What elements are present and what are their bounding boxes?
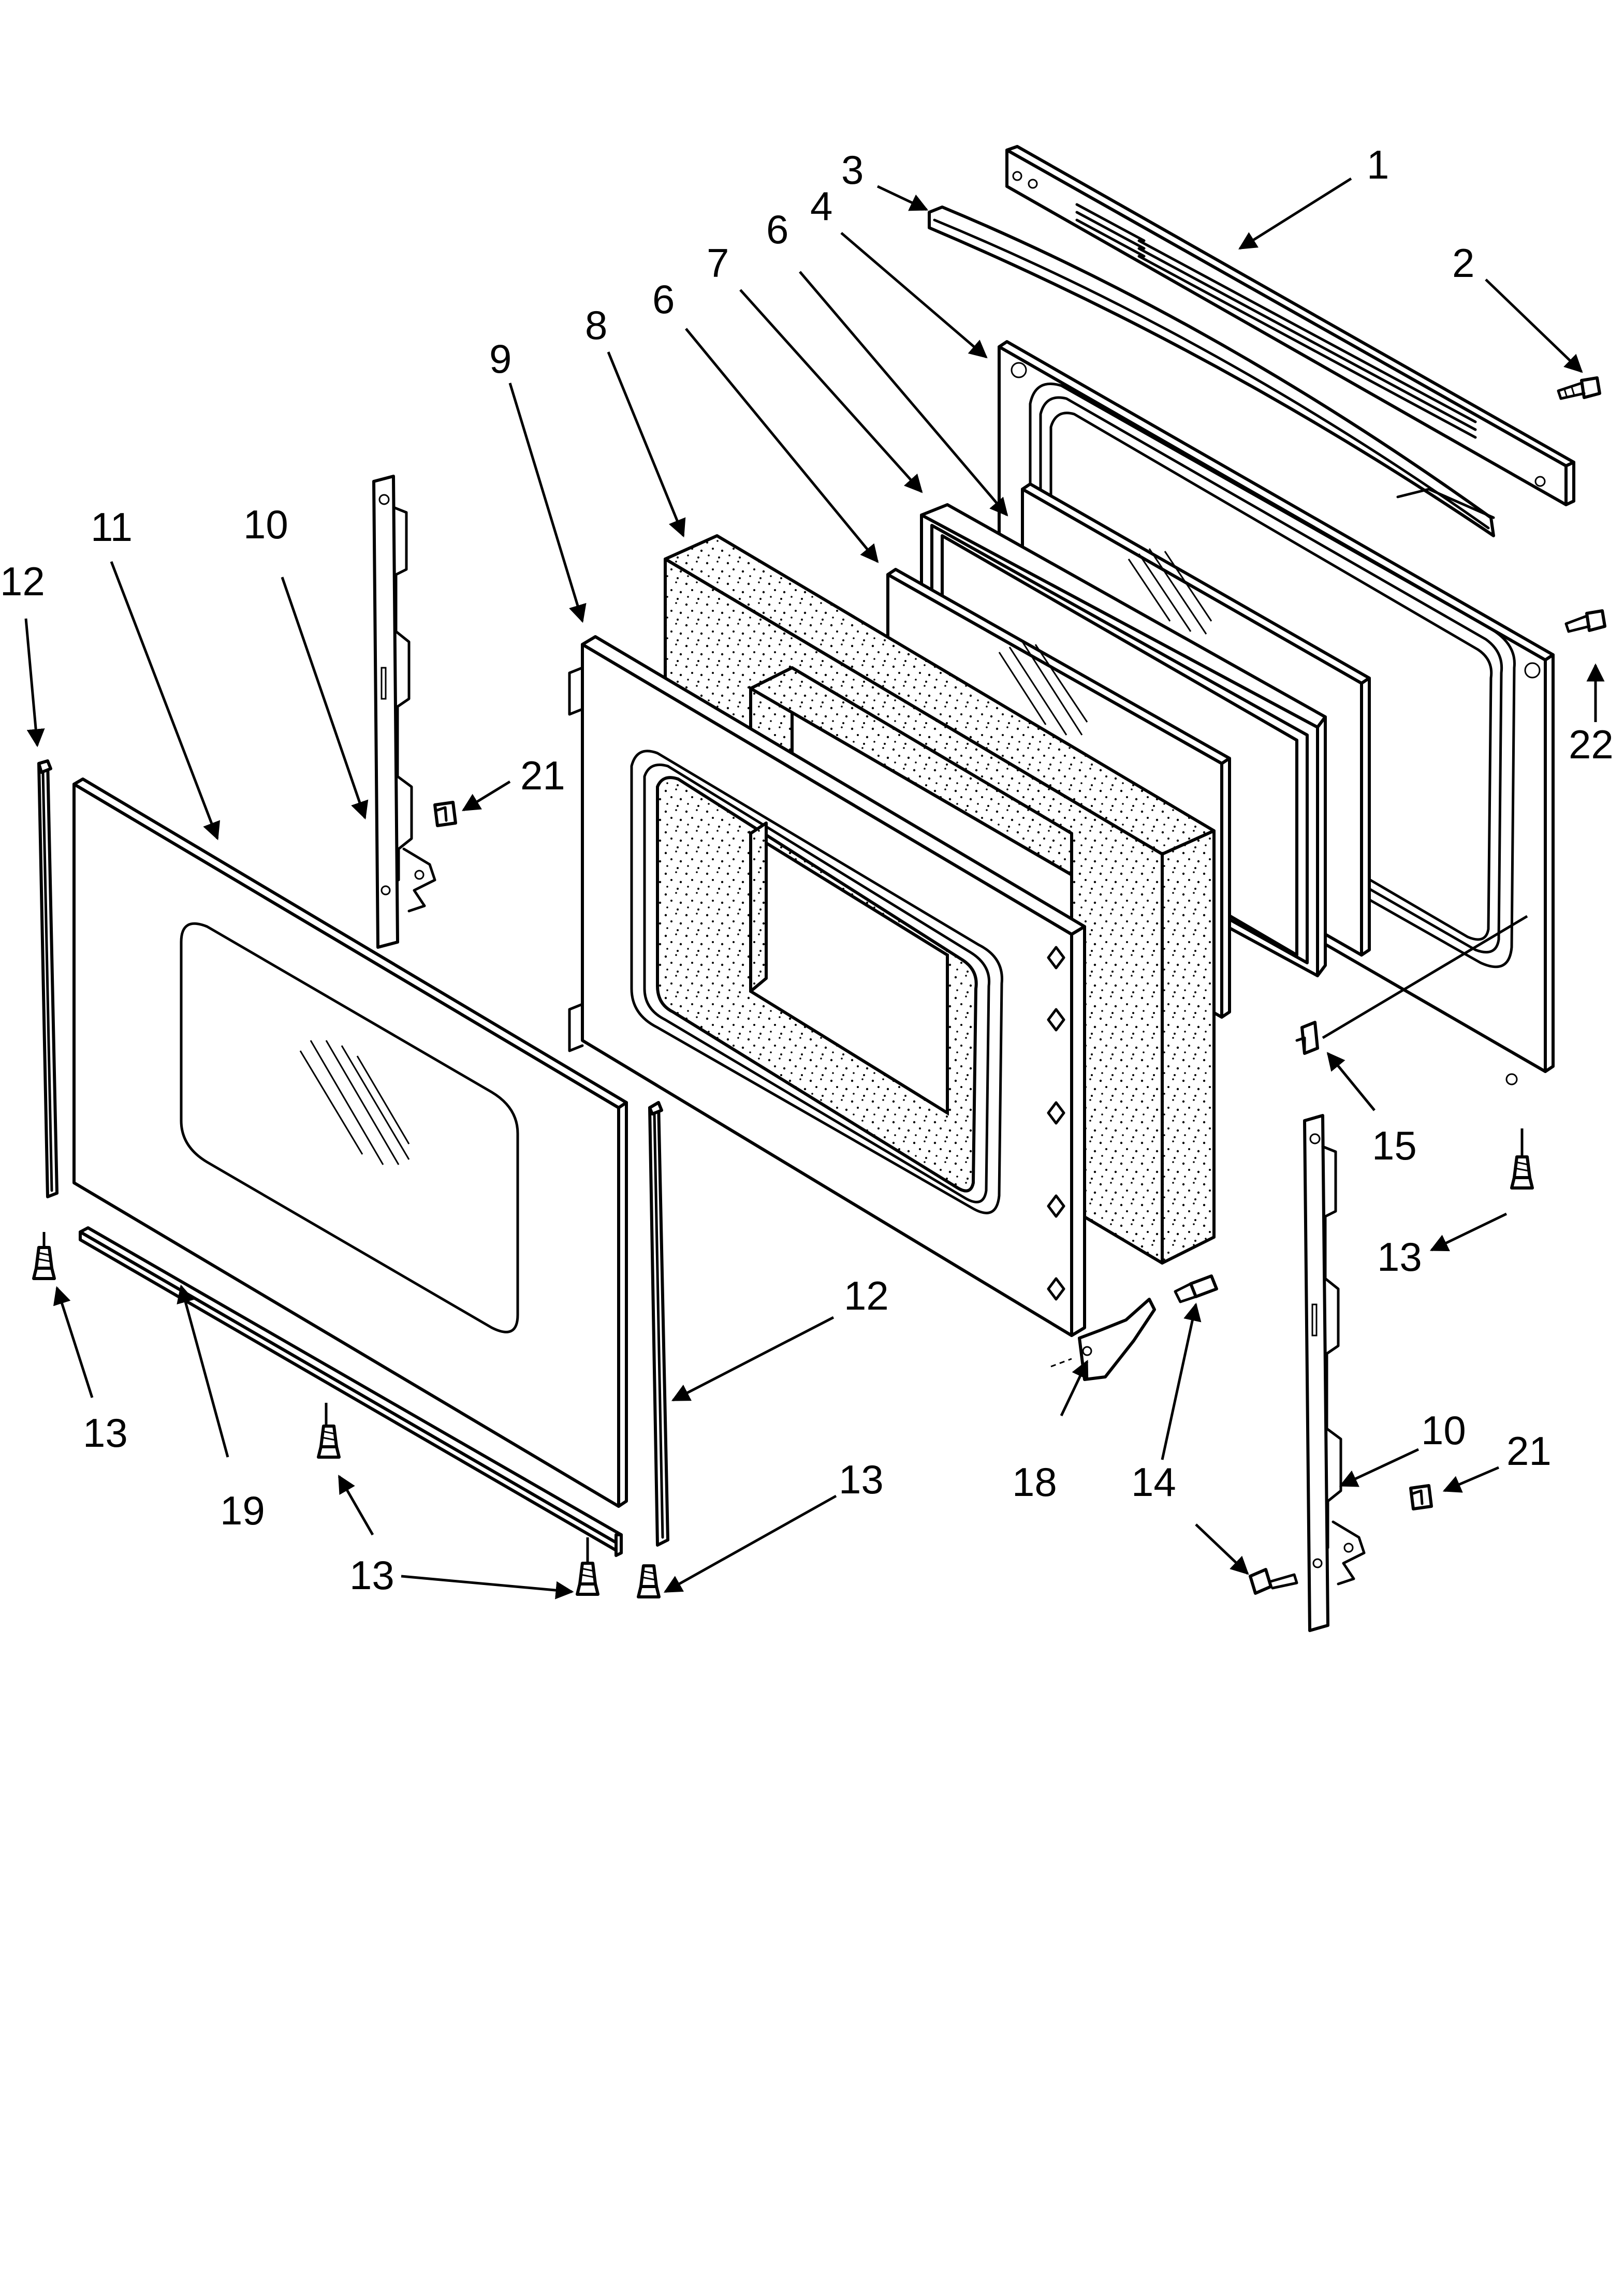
bottom-trim-part	[79, 1226, 623, 1557]
callout-4: 4	[810, 183, 832, 229]
bracket-part-18	[1050, 1298, 1156, 1381]
outer-glass-door-part	[72, 777, 628, 1508]
callout-10-left: 10	[243, 502, 288, 547]
handle-part	[928, 205, 1495, 537]
callout-6-lower: 6	[652, 276, 675, 322]
callout-15: 15	[1372, 1123, 1417, 1168]
callout-13-bottom: 13	[349, 1552, 394, 1598]
callout-6-upper: 6	[766, 207, 788, 252]
leader-lines	[24, 177, 1605, 1599]
callout-12-right: 12	[844, 1273, 889, 1318]
callout-11: 11	[91, 504, 133, 550]
callout-7: 7	[707, 240, 729, 286]
hinge-part-right	[1303, 1114, 1366, 1632]
clip-part-21-a	[433, 801, 457, 827]
callout-19: 19	[220, 1488, 265, 1533]
screw-part-13-d	[637, 1564, 661, 1598]
callout-12-left: 12	[0, 559, 45, 604]
screw-part-13-e	[1510, 1155, 1534, 1190]
callout-3: 3	[841, 147, 864, 193]
screw-part-13-c	[576, 1562, 599, 1596]
screw-part-13-a	[32, 1246, 56, 1280]
side-trim-part-left	[37, 759, 58, 1198]
callout-22: 22	[1569, 722, 1614, 767]
callout-21-left: 21	[520, 753, 565, 798]
callout-18: 18	[1012, 1459, 1057, 1505]
callout-14: 14	[1131, 1459, 1176, 1505]
screw-part-2	[1557, 376, 1601, 400]
callout-2: 2	[1452, 240, 1474, 286]
callout-10-right: 10	[1421, 1407, 1466, 1453]
clip-part-15	[1295, 1021, 1319, 1055]
callout-13-right: 13	[1377, 1234, 1422, 1280]
screw-part-14-a	[1174, 1274, 1218, 1303]
side-trim-part-right	[648, 1101, 669, 1547]
hinge-part-left	[372, 475, 436, 949]
vent-trim-part	[1005, 145, 1575, 506]
screw-part-13-b	[317, 1425, 341, 1459]
callout-13-left: 13	[83, 1410, 128, 1456]
callout-13-center: 13	[839, 1457, 884, 1502]
callout-1: 1	[1367, 142, 1389, 187]
screw-part-14-b	[1249, 1568, 1298, 1595]
callout-9: 9	[489, 336, 511, 381]
outer-door-panel-part	[568, 635, 1086, 1337]
callout-labels: 1 2 3 4 6 7 6 8 9 11 10 12 21 22 15 13 1…	[0, 142, 1614, 1598]
callout-21-right: 21	[1506, 1428, 1552, 1474]
screw-part-22	[1564, 609, 1606, 633]
callout-8: 8	[585, 302, 607, 348]
clip-part-21-b	[1409, 1484, 1433, 1510]
